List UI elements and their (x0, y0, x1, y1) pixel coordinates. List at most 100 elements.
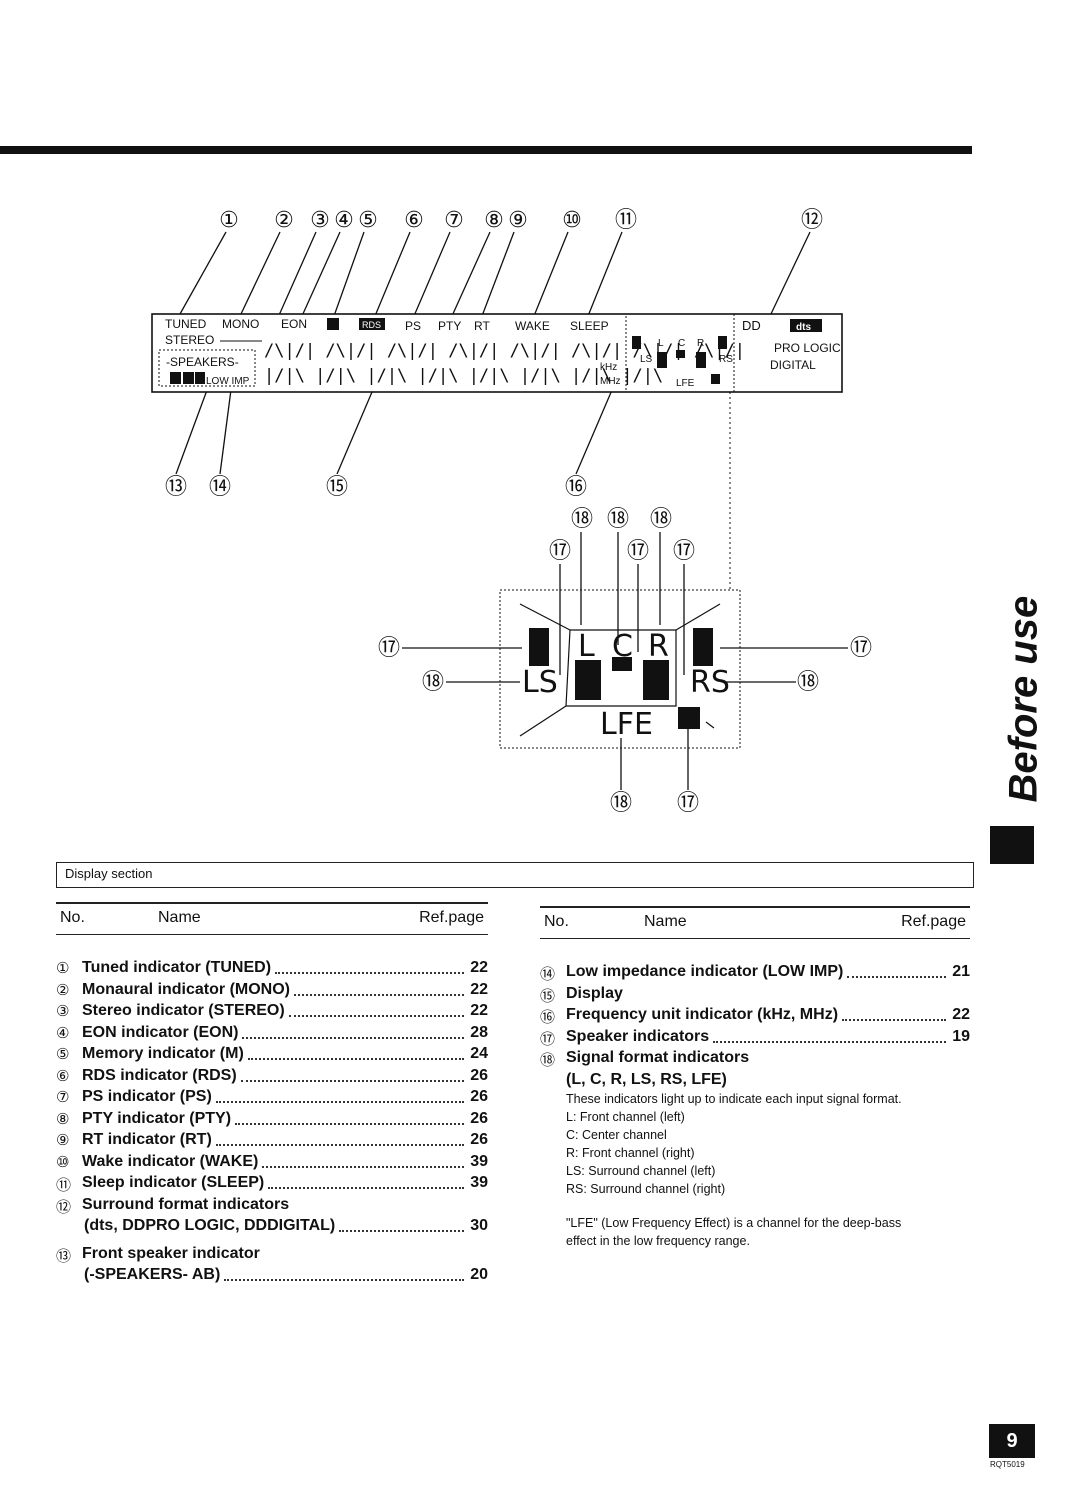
panel-stereo: STEREO (165, 333, 214, 347)
top-rule (0, 146, 972, 154)
panel-pro-logic: PRO LOGIC (774, 341, 841, 355)
signal-notes: These indicators light up to indicate ea… (566, 1090, 902, 1198)
section-header: Display section (56, 862, 974, 888)
enlarged-r: R (648, 629, 669, 664)
rds-label: RDS (362, 320, 381, 330)
note-line: R: Front channel (right) (566, 1146, 695, 1160)
left-table-header: No. Name Ref.page (56, 902, 488, 935)
note-line: These indicators light up to indicate ea… (566, 1092, 902, 1106)
panel-speakers: -SPEAKERS- (166, 355, 239, 369)
header-name-right: Name (644, 913, 687, 930)
table-row: ⑱ Signal format indicators (540, 1049, 750, 1069)
note-line: C: Center channel (566, 1128, 667, 1142)
callout-11: ⑪ (615, 208, 637, 233)
header-no: No. (60, 909, 85, 926)
callout-18-b: ⑱ (607, 507, 629, 532)
enlarged-ls: LS (522, 665, 558, 700)
panel-c: C (678, 338, 685, 349)
callout-2: ② (274, 208, 294, 233)
panel-mono: MONO (222, 317, 259, 331)
dts-icon (790, 319, 822, 332)
panel-rs: RS (719, 354, 733, 365)
dts-label: dts (796, 322, 811, 333)
doc-code: RQT5019 (990, 1460, 1025, 1469)
callout-17-b: ⑰ (627, 539, 649, 564)
callout-18-c: ⑱ (650, 507, 672, 532)
callout-15: ⑮ (326, 475, 348, 500)
header-ref: Ref.page (419, 909, 484, 926)
right-table-header: No. Name Ref.page (540, 906, 970, 939)
speaker-b-icon (183, 372, 194, 384)
callout-3: ③ (310, 208, 330, 233)
callout-17-bottom: ⑰ (677, 791, 699, 816)
enlarged-l: L (578, 629, 595, 664)
table-row: (L, C, R, LS, RS, LFE) (566, 1070, 727, 1088)
callout-17-right: ⑰ (850, 636, 872, 661)
panel-tuned: TUNED (165, 317, 207, 331)
section-title: Display section (65, 866, 153, 881)
panel-ps: PS (405, 319, 421, 333)
callout-8: ⑧ (484, 208, 504, 233)
panel-rt: RT (474, 319, 490, 333)
callout-17-left: ⑰ (378, 636, 400, 661)
callout-18-right: ⑱ (797, 670, 819, 695)
panel-digital: DIGITAL (770, 358, 816, 372)
callout-17-c: ⑰ (673, 539, 695, 564)
side-tab: Before use (994, 595, 1054, 803)
callout-6: ⑥ (404, 208, 424, 233)
panel-khz: kHz (600, 362, 617, 373)
enlarged-lfe: LFE (600, 707, 653, 742)
lfe-note-line-2: effect in the low frequency range. (566, 1234, 750, 1248)
panel-lfe: LFE (676, 378, 695, 389)
table-row: ⑬ Front speaker indicator (56, 1244, 260, 1265)
callout-16: ⑯ (565, 475, 587, 500)
lfe-note: "LFE" (Low Frequency Effect) is a channe… (566, 1214, 901, 1250)
side-marker (990, 826, 1034, 864)
panel-eon: EON (281, 317, 307, 331)
callout-1: ① (219, 208, 239, 233)
panel-wake: WAKE (515, 319, 550, 333)
callout-18-a: ⑱ (571, 507, 593, 532)
speaker-lowimp-icon (195, 372, 205, 384)
display-diagram: ① ② ③ ④ ⑤ ⑥ ⑦ ⑧ ⑨ ⑩ ⑪ ⑫ ⑬ ⑭ ⑮ ⑯ ⑱ ⑱ ⑱ ⑰ … (151, 208, 872, 816)
panel-dd: DD (742, 318, 761, 333)
table-row: ⑫ Surround format indicators (56, 1195, 290, 1216)
callout-10: ⑩ (562, 208, 582, 233)
header-ref-right: Ref.page (901, 913, 966, 930)
rds-icon (359, 318, 385, 330)
panel-l: L (658, 338, 664, 349)
callout-4: ④ (334, 208, 354, 233)
callout-18-left: ⑱ (422, 670, 444, 695)
panel-ls: LS (640, 354, 653, 365)
panel-pty: PTY (438, 319, 461, 333)
callout-17-a: ⑰ (549, 539, 571, 564)
callout-7: ⑦ (444, 208, 464, 233)
side-tab-label: Before use (1001, 595, 1046, 803)
header-name: Name (158, 909, 201, 926)
panel-sleep: SLEEP (570, 319, 609, 333)
panel-r: R (697, 338, 704, 349)
callout-18-bottom: ⑱ (610, 791, 632, 816)
callout-12: ⑫ (801, 208, 823, 233)
enlarged-c: C (612, 629, 633, 664)
callout-13: ⑬ (165, 475, 187, 500)
memory-icon (327, 318, 339, 330)
panel-mhz: MHz (600, 376, 621, 387)
note-line: RS: Surround channel (right) (566, 1182, 726, 1196)
note-line: L: Front channel (left) (566, 1110, 685, 1124)
